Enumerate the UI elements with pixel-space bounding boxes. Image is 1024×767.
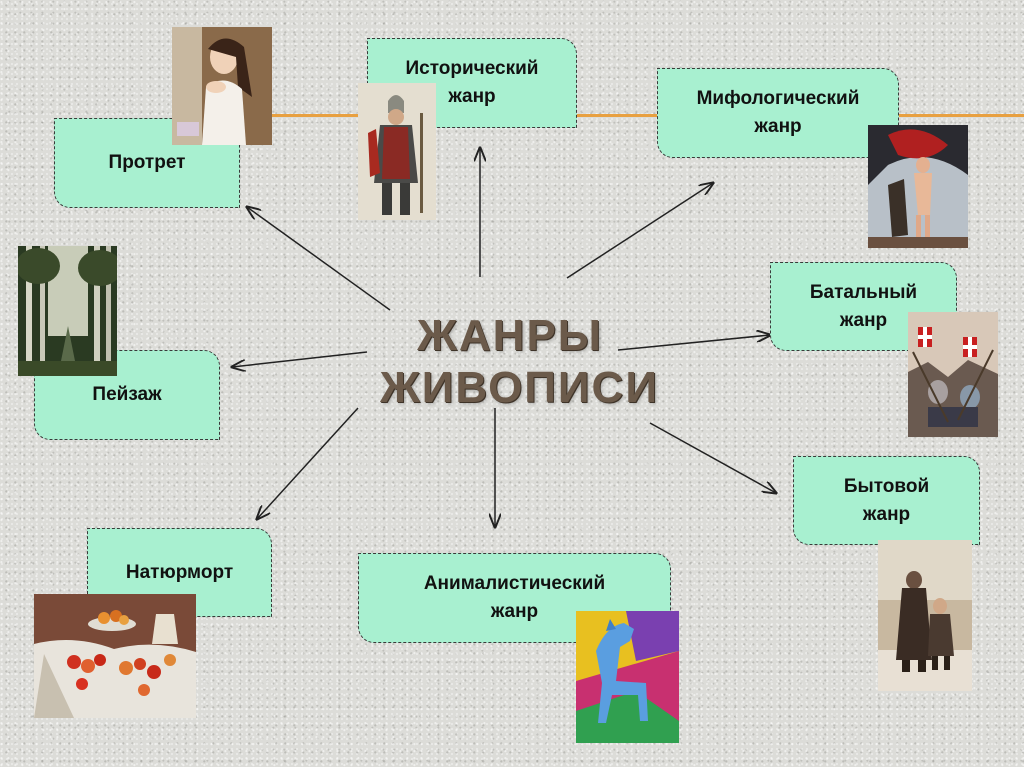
still-life-painting-image (34, 594, 196, 718)
portrait-label: Протрет (108, 152, 186, 174)
everyday-painting-image (878, 540, 972, 691)
title-line-2: ЖИВОПИСИ (380, 363, 659, 412)
arrow-to-battle (617, 335, 770, 351)
title-line-1: ЖАНРЫ (417, 311, 603, 360)
battle-painting-image (908, 312, 998, 437)
portrait-painting-image (172, 27, 272, 145)
arrow-to-portrait (247, 207, 391, 311)
still-life-label: Натюрморт (125, 561, 234, 583)
everyday-label: Бытовой жанр (843, 475, 930, 525)
landscape-label: Пейзаж (92, 384, 162, 406)
mythological-label: Мифологический жанр (696, 88, 860, 137)
everyday-box: Бытовой жанр (793, 456, 980, 545)
portrait-box: Протрет (54, 118, 240, 208)
arrow-to-still-life (257, 407, 359, 519)
arrow-to-landscape (232, 351, 368, 367)
arrow-to-everyday (649, 422, 776, 493)
landscape-box: Пейзаж (34, 350, 220, 440)
landscape-painting-image (18, 246, 117, 376)
mythological-box: Мифологический жанр (657, 68, 899, 158)
battle-label: Батальный жанр (809, 281, 918, 331)
historical-label: Исторический жанр (405, 58, 539, 107)
diagram-title: ЖАНРЫ ЖИВОПИСИ (380, 310, 659, 414)
horizontal-accent-line (270, 114, 1024, 117)
animalistic-painting-image (576, 611, 679, 743)
arrow-to-mythological (566, 183, 713, 279)
mythological-painting-image (868, 125, 968, 248)
animalistic-label: Анималистический жанр (423, 573, 606, 622)
historical-painting-image (358, 83, 436, 220)
